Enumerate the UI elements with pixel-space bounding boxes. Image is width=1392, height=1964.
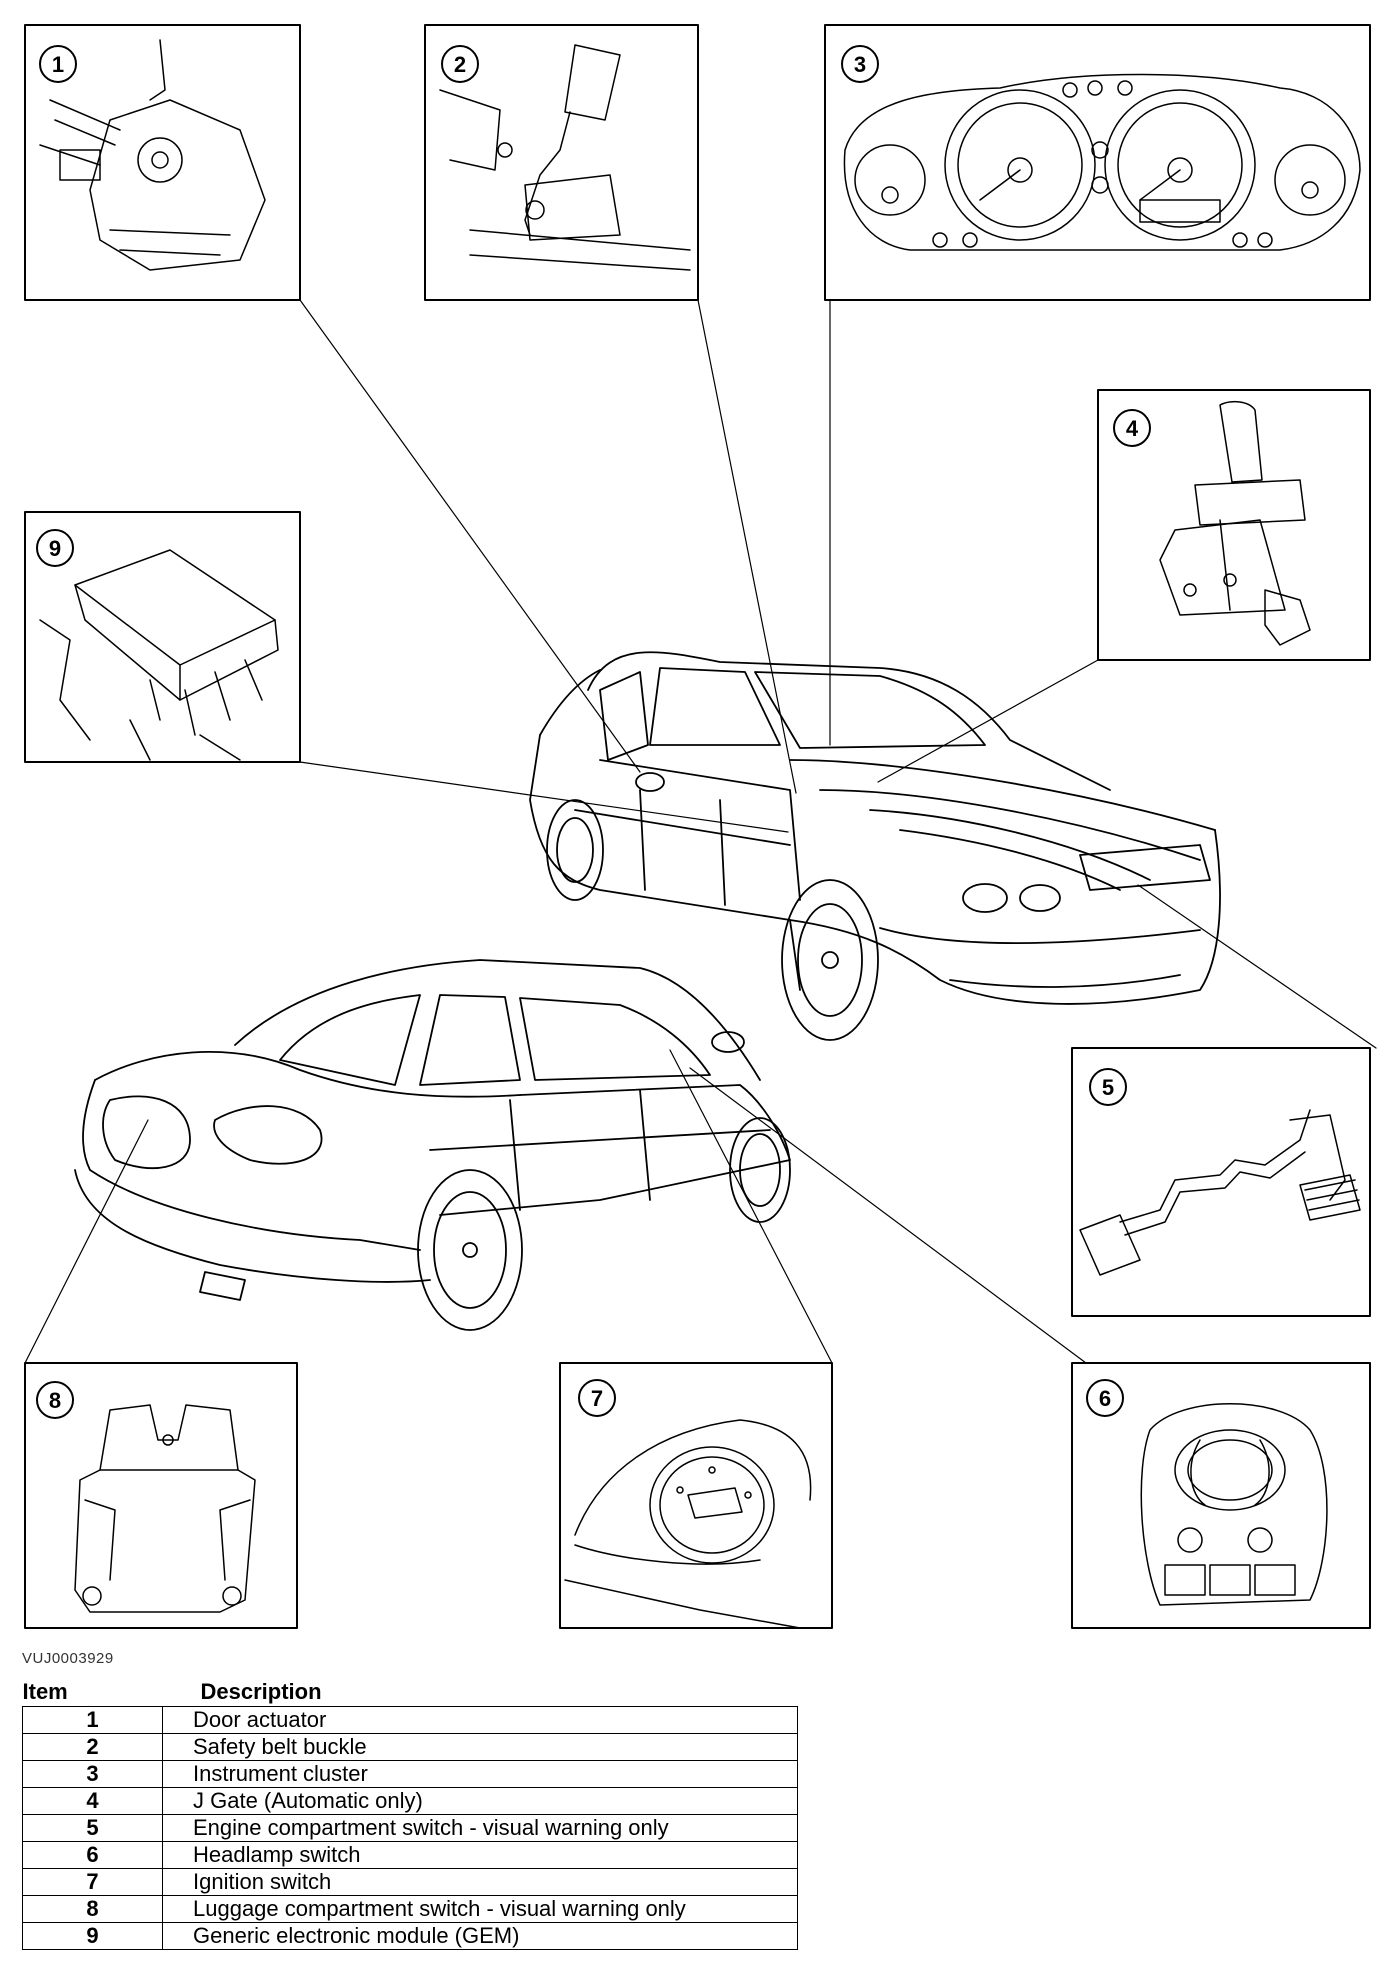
luggage-compartment-switch-illustration — [74, 1404, 256, 1613]
leader-line-1 — [299, 299, 641, 773]
table-row: 6 Headlamp switch — [22, 1841, 798, 1869]
item-description: Safety belt buckle — [162, 1733, 798, 1761]
callout-number-5: 5 — [1102, 1075, 1114, 1100]
panel-instrument-cluster: 3 — [824, 24, 1371, 301]
table-row: 4 J Gate (Automatic only) — [22, 1787, 798, 1815]
callout-number-1: 1 — [52, 52, 64, 77]
generic-electronic-module-illustration — [39, 549, 279, 761]
leader-line-4 — [877, 659, 1099, 783]
table-row: 9 Generic electronic module (GEM) — [22, 1922, 798, 1950]
item-number: 1 — [22, 1706, 163, 1734]
front-car-illustration — [529, 651, 1221, 1041]
panel-generic-electronic-module: 9 — [24, 511, 301, 763]
item-number: 6 — [22, 1841, 163, 1869]
callout-badge-4: 4 — [1113, 409, 1151, 447]
rear-car-illustration — [74, 959, 791, 1331]
callout-badge-6: 6 — [1086, 1379, 1124, 1417]
panel-safety-belt-buckle: 2 — [424, 24, 699, 301]
item-number: 4 — [22, 1787, 163, 1815]
callout-number-2: 2 — [454, 52, 466, 77]
panel-ignition-switch: 7 — [559, 1362, 833, 1629]
instrument-cluster-illustration — [843, 73, 1361, 251]
description-column-header: Description — [200, 1679, 322, 1704]
callout-number-8: 8 — [49, 1388, 61, 1413]
item-number: 9 — [22, 1922, 163, 1950]
table-row: 1 Door actuator — [22, 1706, 798, 1734]
callout-badge-3: 3 — [841, 45, 879, 83]
callout-badge-1: 1 — [39, 45, 77, 83]
leader-line-9 — [299, 761, 789, 833]
item-description: Generic electronic module (GEM) — [162, 1922, 798, 1950]
item-number: 2 — [22, 1733, 163, 1761]
item-number: 5 — [22, 1814, 163, 1842]
callout-number-9: 9 — [49, 536, 61, 561]
item-number: 3 — [22, 1760, 163, 1788]
item-description: J Gate (Automatic only) — [162, 1787, 798, 1815]
item-number: 7 — [22, 1868, 163, 1896]
j-gate-illustration — [1159, 400, 1311, 646]
callout-number-3: 3 — [854, 52, 866, 77]
table-row: 3 Instrument cluster — [22, 1760, 798, 1788]
panel-luggage-compartment-switch: 8 — [24, 1362, 298, 1629]
panel-headlamp-switch: 6 — [1071, 1362, 1371, 1629]
safety-belt-buckle-illustration — [439, 44, 691, 271]
item-number: 8 — [22, 1895, 163, 1923]
door-actuator-illustration — [39, 39, 266, 271]
callout-number-6: 6 — [1099, 1386, 1111, 1411]
item-description: Engine compartment switch - visual warni… — [162, 1814, 798, 1842]
panel-j-gate: 4 — [1097, 389, 1371, 661]
leader-line-6 — [689, 1067, 1087, 1364]
item-description: Luggage compartment switch - visual warn… — [162, 1895, 798, 1923]
callout-number-4: 4 — [1126, 416, 1139, 441]
callout-number-7: 7 — [591, 1386, 603, 1411]
callout-badge-7: 7 — [578, 1379, 616, 1417]
figure-reference: VUJ0003929 — [22, 1650, 114, 1667]
panel-door-actuator: 1 — [24, 24, 301, 301]
panel-engine-compartment-switch: 5 — [1071, 1047, 1371, 1317]
leader-line-7 — [669, 1049, 833, 1364]
ignition-switch-illustration — [564, 1419, 812, 1629]
table-header-row: Item Description — [23, 1678, 798, 1707]
leader-line-8 — [24, 1119, 149, 1364]
item-description: Instrument cluster — [162, 1760, 798, 1788]
engine-compartment-switch-illustration — [1079, 1109, 1361, 1276]
leader-lines — [24, 299, 1377, 1364]
table-row: 5 Engine compartment switch - visual war… — [22, 1814, 798, 1842]
leader-line-2 — [697, 299, 797, 794]
callout-badge-8: 8 — [36, 1381, 74, 1419]
item-description: Headlamp switch — [162, 1841, 798, 1869]
headlamp-switch-illustration — [1140, 1403, 1328, 1606]
parts-table: Item Description 1 Door actuator 2 Safet… — [22, 1678, 798, 1950]
callout-badge-9: 9 — [36, 529, 74, 567]
table-row: 2 Safety belt buckle — [22, 1733, 798, 1761]
item-description: Door actuator — [162, 1706, 798, 1734]
callout-badge-2: 2 — [441, 45, 479, 83]
item-description: Ignition switch — [162, 1868, 798, 1896]
table-row: 8 Luggage compartment switch - visual wa… — [22, 1895, 798, 1923]
callout-badge-5: 5 — [1089, 1068, 1127, 1106]
leader-line-5 — [1137, 884, 1377, 1049]
item-column-header: Item — [22, 1679, 68, 1704]
table-row: 7 Ignition switch — [22, 1868, 798, 1896]
